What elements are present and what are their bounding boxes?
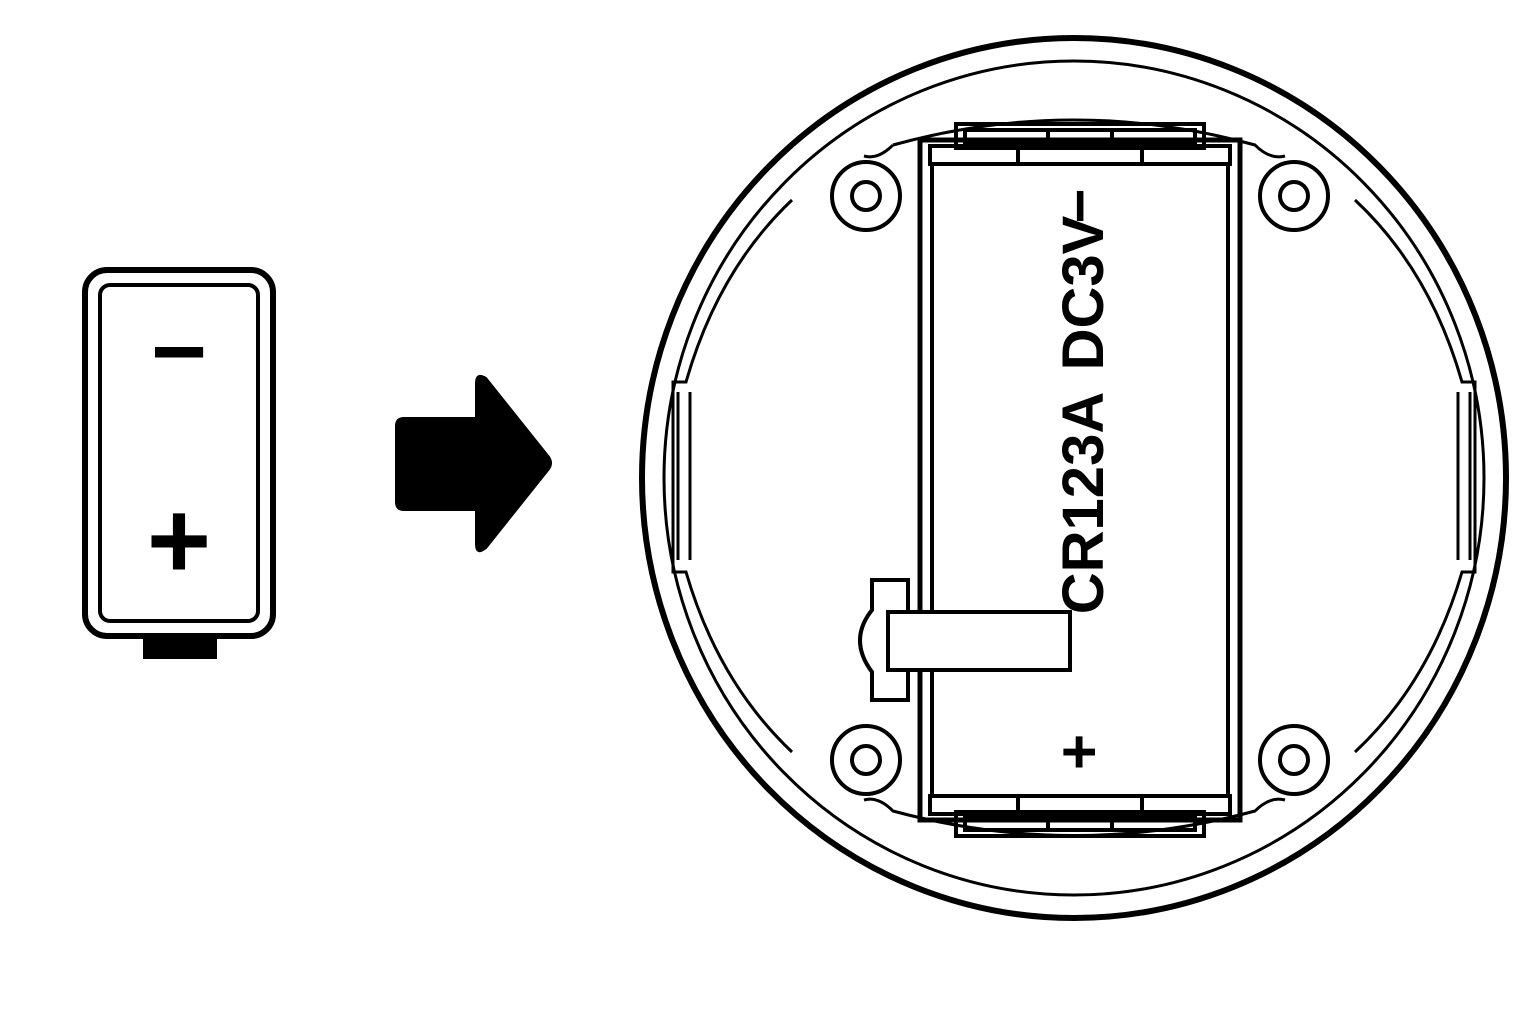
battery-icon: − +	[82, 267, 276, 659]
screw-hole-bottom-right	[1258, 724, 1330, 796]
release-tab	[858, 578, 1072, 702]
battery-plus-symbol: +	[147, 479, 211, 602]
screw-hole-top-right	[1258, 160, 1330, 232]
screw-hole-bottom-left	[830, 724, 902, 796]
battery-holder-inner	[930, 162, 1230, 798]
right-clip-slot	[1456, 392, 1472, 560]
device-inner-ring	[662, 59, 1486, 897]
compartment-plus-symbol: +	[1045, 734, 1114, 770]
battery-holder-outer	[917, 137, 1243, 823]
screw-hole-top-left	[830, 160, 902, 232]
top-contact-plate	[928, 122, 1232, 166]
device-base	[639, 35, 1509, 921]
voltage-label: DC3V	[1051, 215, 1116, 370]
battery-model-label: CR123A	[1051, 392, 1116, 614]
device-outer-ring	[639, 35, 1509, 921]
battery-terminal	[143, 636, 217, 659]
battery-inner-body	[98, 283, 260, 623]
battery-minus-symbol: −	[151, 298, 207, 405]
bottom-contact-plate	[928, 794, 1232, 838]
compartment-minus-symbol: −	[1046, 188, 1113, 223]
left-clip-slot	[676, 392, 692, 560]
right-arrow-icon	[395, 374, 552, 553]
